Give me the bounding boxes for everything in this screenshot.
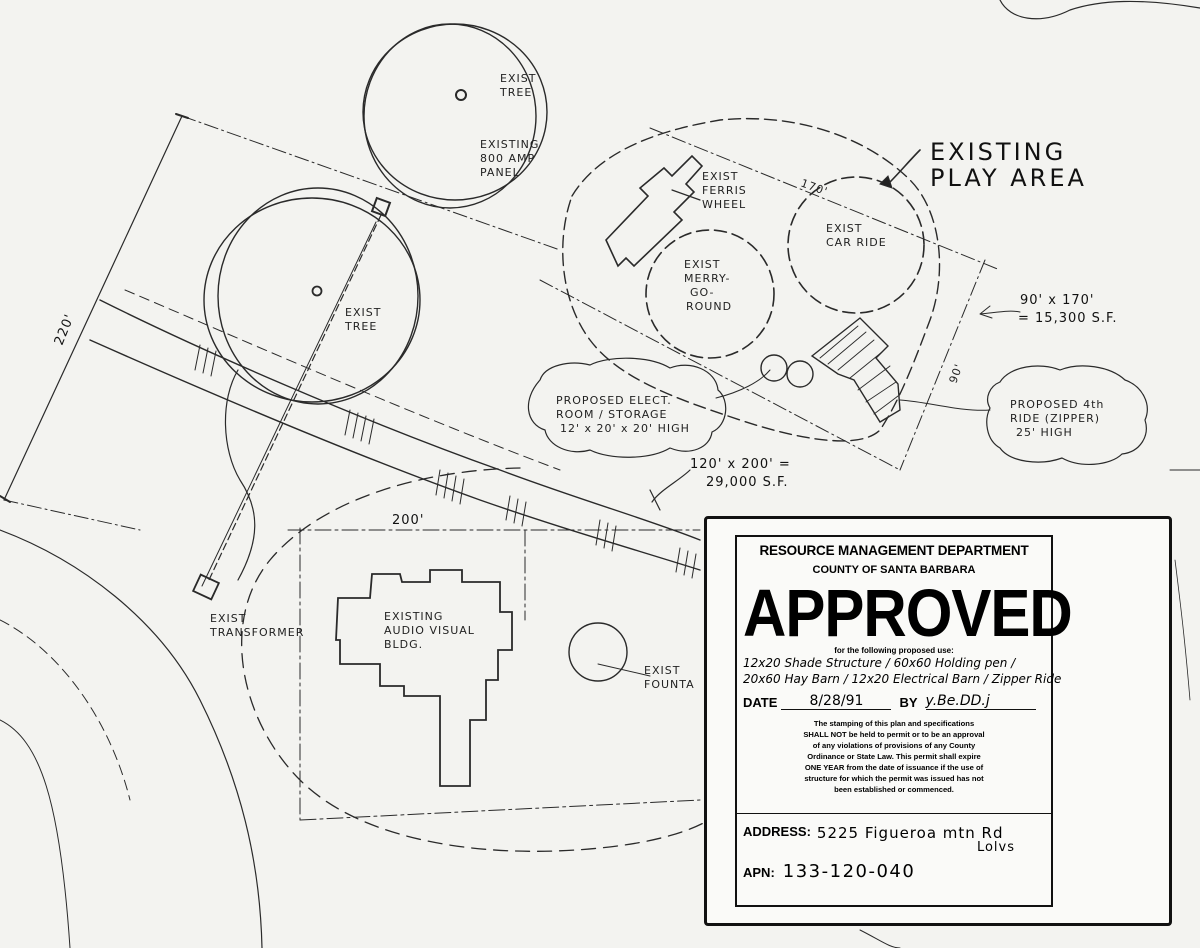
- stamp-department: RESOURCE MANAGEMENT DEPARTMENT: [759, 543, 1029, 558]
- stamp-apn-row: APN: 133-120-040: [743, 861, 1045, 882]
- stamp-use-line-1: 12x20 Shade Structure / 60x60 Holding pe…: [743, 656, 1016, 670]
- stamp-use-line-2: 20x60 Hay Barn / 12x20 Electrical Barn /…: [743, 672, 1062, 686]
- proposed-elect-cloud: [527, 357, 727, 458]
- ferris-wheel-outline: [605, 154, 704, 268]
- fine-print-line: of any violations of provisions of any C…: [812, 741, 976, 750]
- label-dim-90: 90': [947, 362, 966, 385]
- fine-print-line: been established or commenced.: [834, 785, 954, 794]
- fine-print-line: SHALL NOT be held to permit or to be an …: [803, 730, 985, 739]
- stamp-fine-print: The stamping of this plan and specificat…: [743, 718, 1045, 795]
- tree-left: [203, 187, 421, 405]
- stamp-address-label: ADDRESS:: [743, 824, 811, 839]
- car-ride-circle: [787, 176, 925, 314]
- stamp-by-label: BY: [899, 695, 918, 710]
- label-dim-220: 220': [52, 312, 78, 348]
- label-area-large: 120' x 200' =29,000 S.F.: [690, 457, 791, 490]
- stamp-date-row: DATE 8/28/91 BY y.Be.DD.j: [743, 693, 1045, 710]
- fountain-circle: [568, 622, 628, 682]
- stamp-status: APPROVED: [743, 575, 1073, 651]
- stamp-apn-label: APN:: [743, 865, 775, 880]
- label-dim-200: 200': [392, 513, 424, 528]
- approval-stamp-frame: RESOURCE MANAGEMENT DEPARTMENT COUNTY OF…: [704, 516, 1172, 926]
- audio-visual-building: [335, 569, 513, 787]
- stamp-apn-value: 133-120-040: [782, 861, 916, 882]
- tree-top: [362, 23, 548, 209]
- proposed-ride-cloud: [986, 365, 1148, 465]
- stamp-date-label: DATE: [743, 695, 778, 710]
- label-area-small: 90' x 170'= 15,300 S.F.: [1018, 293, 1118, 326]
- stamp-county: COUNTY OF SANTA BARBARA: [812, 564, 976, 576]
- stamp-address-line-2: Lolvs: [976, 840, 1015, 855]
- fine-print-line: The stamping of this plan and specificat…: [813, 719, 975, 728]
- panel-box: [370, 196, 392, 218]
- transformer-box: [191, 573, 221, 601]
- stamp-divider: [737, 813, 1051, 814]
- stamp-use-heading: for the following proposed use:: [834, 646, 954, 655]
- merry-go-round-circle: [645, 229, 775, 359]
- fine-print-line: ONE YEAR from the date of issuance if th…: [804, 763, 984, 772]
- fine-print-line: structure for which the permit was issue…: [804, 774, 984, 783]
- stamp-address-row: ADDRESS: 5225 Figueroa mtn Rd: [743, 824, 1045, 842]
- fine-print-line: Ordinance or State Law. This permit shal…: [807, 752, 981, 761]
- stamp-by-signature: y.Be.DD.j: [925, 693, 1036, 710]
- stamp-date-value: 8/28/91: [781, 693, 892, 710]
- zipper-ride-shape: [810, 317, 901, 423]
- stamp-address-value: 5225 Figueroa mtn Rd: [816, 824, 1004, 842]
- approval-stamp: RESOURCE MANAGEMENT DEPARTMENT COUNTY OF…: [735, 535, 1073, 907]
